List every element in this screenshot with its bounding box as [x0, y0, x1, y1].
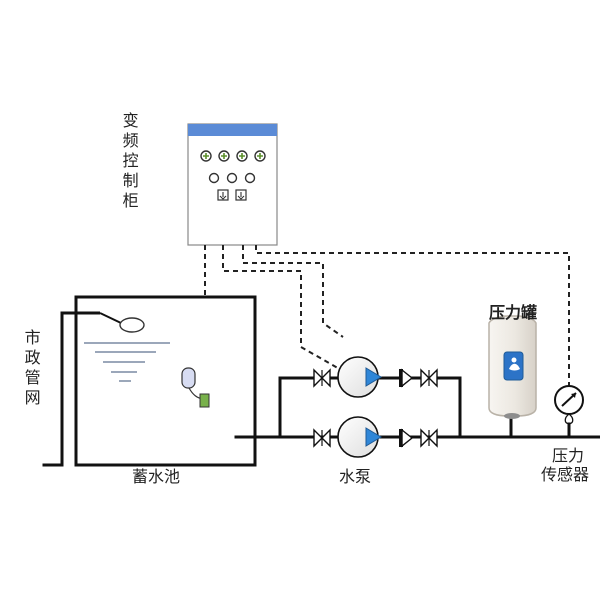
- water-pump-label: 水泵: [338, 467, 371, 486]
- storage-tank-icon: [74, 295, 257, 467]
- water-pump-icon: [337, 356, 382, 398]
- check-valve-icon: [399, 368, 414, 388]
- control-cabinet-label: 变频控制柜: [119, 112, 139, 212]
- pressure-gauge-icon: [554, 385, 584, 425]
- pressure-sensor-label-line2: 传感器: [540, 465, 589, 484]
- pressure-sensor-label-line1: 压力: [551, 446, 584, 465]
- water-pump-icon: [337, 416, 382, 458]
- control-cabinet-icon: [187, 123, 278, 246]
- indicator-lights: [200, 150, 266, 162]
- level-sensor-icon: [181, 367, 210, 408]
- gate-valve-icon: [420, 428, 438, 448]
- gate-valve-icon: [420, 368, 438, 388]
- storage-tank-label: 蓄水池: [131, 467, 180, 486]
- check-valve-icon: [399, 428, 414, 448]
- control-buttons: [208, 172, 256, 201]
- gate-valve-icon: [313, 428, 331, 448]
- pressure-tank-label: 压力罐: [488, 303, 537, 322]
- municipal-network-label: 市政管网: [21, 329, 41, 409]
- water-surface-lines: [84, 342, 170, 382]
- gate-valve-icon: [313, 368, 331, 388]
- float-valve-icon: [62, 311, 145, 333]
- pressure-tank-icon: [488, 315, 537, 419]
